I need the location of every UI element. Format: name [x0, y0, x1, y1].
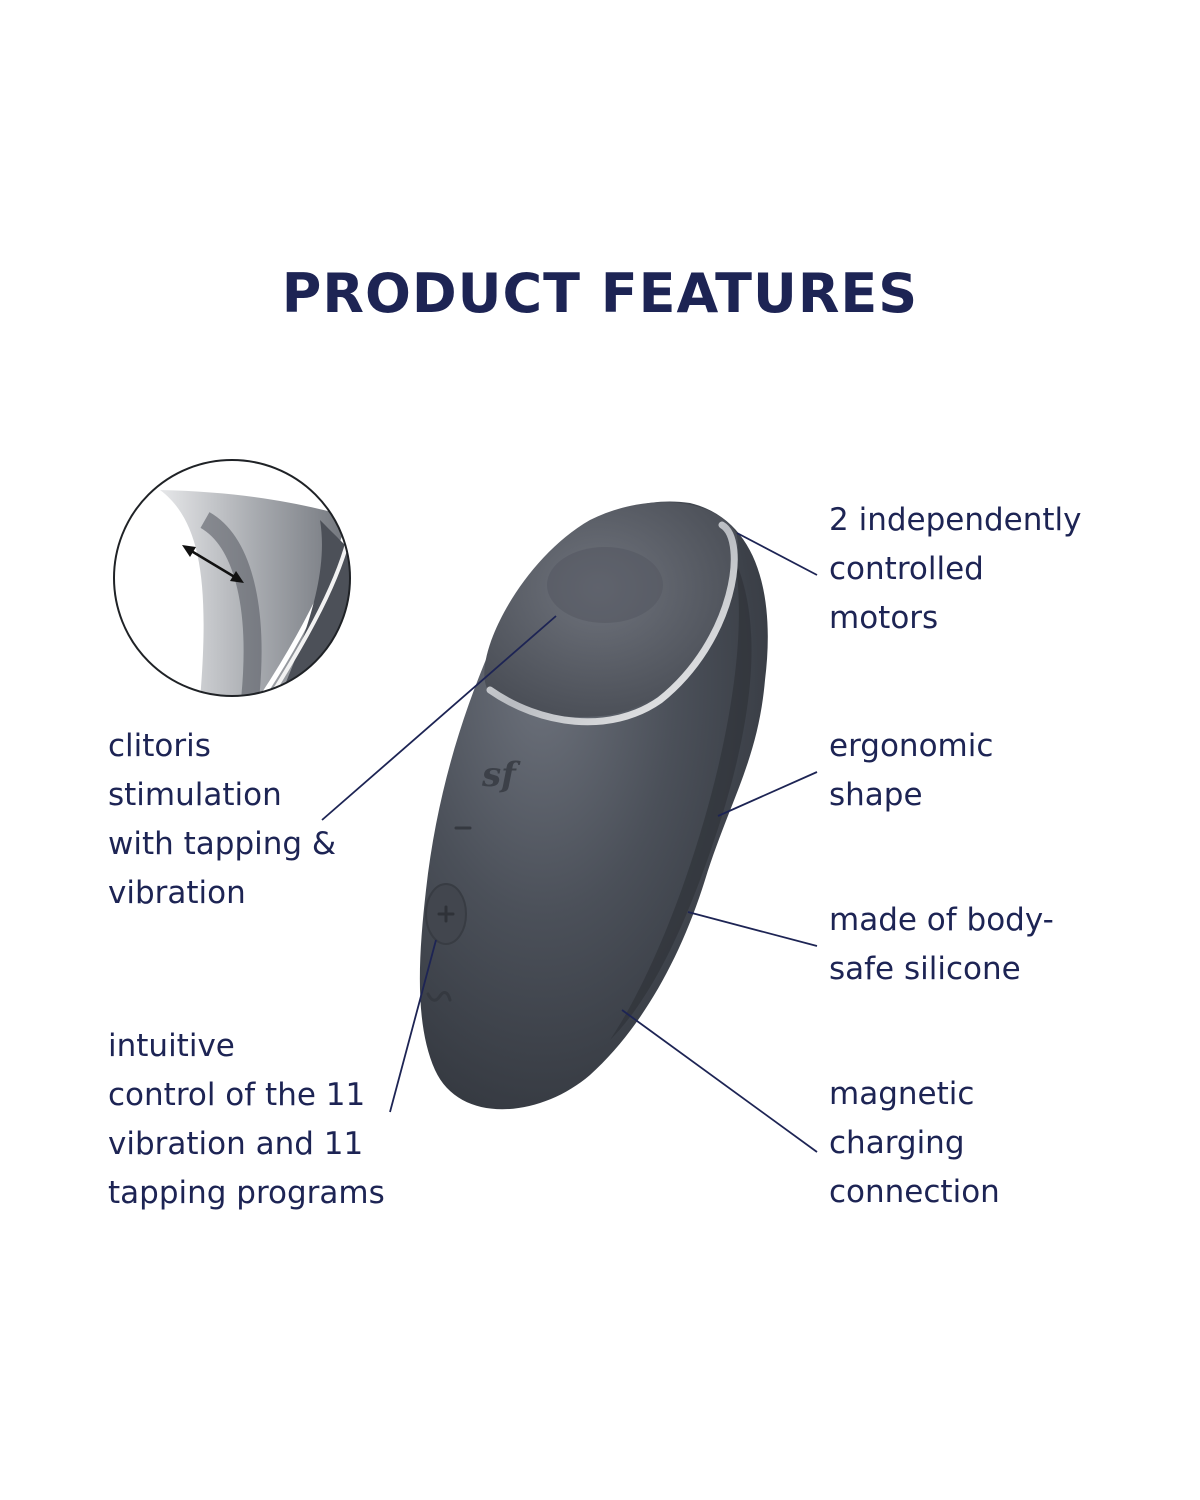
wave-icon: [426, 991, 452, 1002]
feature-material: made of body- safe silicone: [829, 902, 1054, 987]
satisfyer-logo-icon: sf: [481, 755, 521, 795]
zoom-detail: [113, 459, 351, 697]
plus-icon: [425, 883, 467, 945]
double-arrow-icon: [182, 545, 244, 583]
page-title: PRODUCT FEATURES: [281, 262, 919, 325]
tapping-pad: [484, 502, 738, 726]
leader-controls: [389, 939, 437, 1113]
feature-charging: magnetic charging connection: [829, 1076, 1000, 1210]
feature-stimulation: clitoris stimulation with tapping & vibr…: [108, 728, 337, 911]
leader-charging: [621, 1009, 818, 1153]
leader-motors: [736, 532, 818, 576]
svg-text:sf: sf: [481, 755, 521, 795]
leader-shape: [717, 771, 818, 817]
leader-stimulation: [321, 615, 557, 821]
feature-controls: intuitive control of the 11 vibration an…: [108, 1028, 385, 1211]
feature-shape: ergonomic shape: [829, 728, 994, 813]
leader-lines: [321, 532, 818, 1153]
device-body: [419, 501, 768, 1110]
feature-motors: 2 independently controlled motors: [829, 502, 1082, 636]
leader-material: [687, 911, 818, 947]
